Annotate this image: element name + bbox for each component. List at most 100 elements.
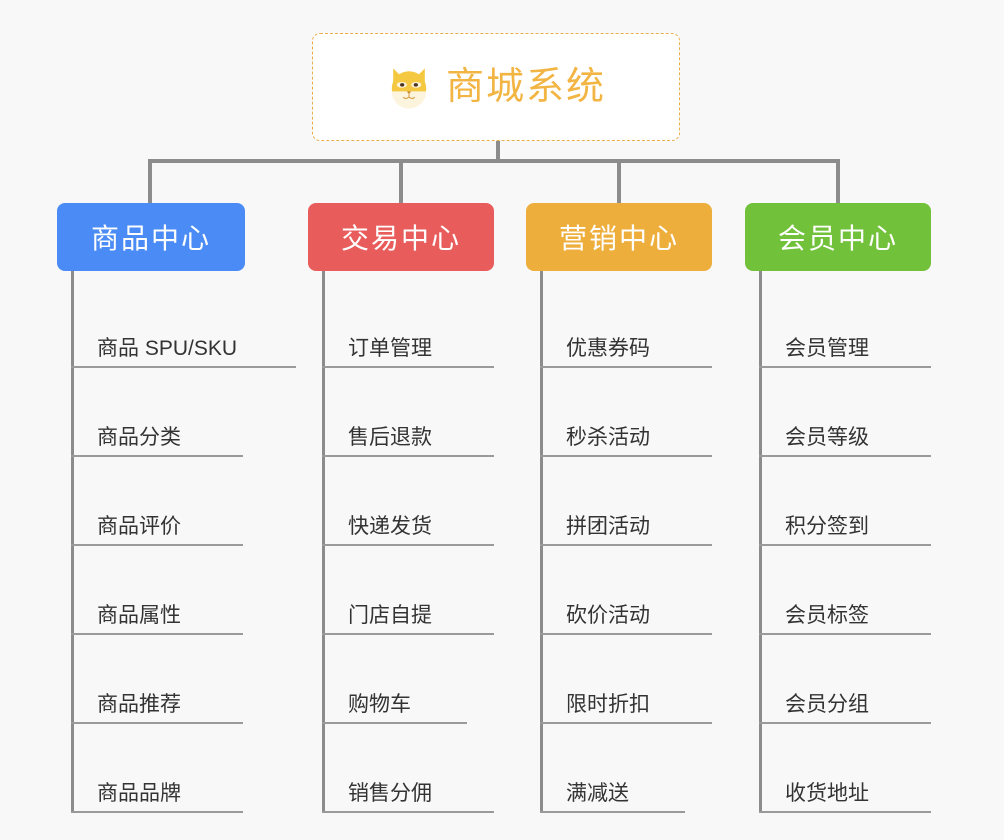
list-item[interactable]: 会员标签 bbox=[759, 546, 931, 635]
column-spine bbox=[322, 271, 325, 813]
list-item-rule bbox=[71, 455, 243, 457]
category-header-label: 会员中心 bbox=[777, 223, 898, 254]
column-spine bbox=[540, 271, 543, 813]
list-item[interactable]: 秒杀活动 bbox=[540, 368, 712, 457]
list-item-label: 商品推荐 bbox=[97, 693, 181, 716]
list-item-label: 收货地址 bbox=[785, 782, 869, 805]
list-item[interactable]: 积分签到 bbox=[759, 457, 931, 546]
list-item-rule bbox=[322, 366, 494, 368]
connector-drop-2 bbox=[399, 159, 403, 203]
list-item[interactable]: 商品评价 bbox=[71, 457, 245, 546]
list-item-rule bbox=[540, 366, 712, 368]
list-item-rule bbox=[322, 722, 467, 724]
column-spine bbox=[71, 271, 74, 813]
list-item-rule bbox=[71, 722, 243, 724]
category-item-list-2: 订单管理售后退款快递发货门店自提购物车销售分佣 bbox=[308, 271, 494, 813]
list-item-label: 订单管理 bbox=[348, 337, 432, 360]
list-item-label: 销售分佣 bbox=[348, 782, 432, 805]
list-item[interactable]: 优惠券码 bbox=[540, 279, 712, 368]
list-item[interactable]: 商品品牌 bbox=[71, 724, 245, 813]
list-item-label: 商品评价 bbox=[97, 515, 181, 538]
category-header-1[interactable]: 商品中心 bbox=[57, 203, 245, 271]
connector-horizontal-bus bbox=[148, 159, 840, 163]
category-item-list-1: 商品 SPU/SKU 商品分类商品评价商品属性商品推荐商品品牌 bbox=[57, 271, 296, 813]
list-item-rule bbox=[71, 811, 243, 813]
category-header-4[interactable]: 会员中心 bbox=[745, 203, 931, 271]
list-item-label: 快递发货 bbox=[348, 515, 432, 538]
list-item-label: 购物车 bbox=[348, 693, 411, 716]
category-header-3[interactable]: 营销中心 bbox=[526, 203, 712, 271]
list-item-rule bbox=[71, 544, 243, 546]
list-item-rule bbox=[540, 722, 712, 724]
category-header-label: 交易中心 bbox=[340, 223, 461, 254]
list-item-label: 拼团活动 bbox=[566, 515, 650, 538]
list-item-rule bbox=[759, 544, 931, 546]
list-item[interactable]: 门店自提 bbox=[322, 546, 494, 635]
list-item[interactable]: 商品分类 bbox=[71, 368, 245, 457]
list-item-rule bbox=[759, 722, 931, 724]
list-item[interactable]: 售后退款 bbox=[322, 368, 494, 457]
list-item-label: 会员等级 bbox=[785, 426, 869, 449]
category-column-2: 交易中心订单管理售后退款快递发货门店自提购物车销售分佣 bbox=[308, 203, 494, 813]
list-item-rule bbox=[322, 633, 494, 635]
list-item-rule bbox=[759, 455, 931, 457]
category-header-2[interactable]: 交易中心 bbox=[308, 203, 494, 271]
list-item-rule bbox=[71, 633, 243, 635]
column-spine bbox=[759, 271, 762, 813]
list-item-rule bbox=[759, 366, 931, 368]
list-item[interactable]: 销售分佣 bbox=[322, 724, 494, 813]
list-item-label: 商品品牌 bbox=[97, 782, 181, 805]
list-item-label: 积分签到 bbox=[785, 515, 869, 538]
list-item-label: 商品 SPU/SKU bbox=[97, 337, 238, 360]
list-item-rule bbox=[540, 811, 685, 813]
list-item-label: 优惠券码 bbox=[566, 337, 650, 360]
list-item-label: 会员标签 bbox=[785, 604, 869, 627]
list-item-rule bbox=[540, 633, 712, 635]
category-header-label: 营销中心 bbox=[558, 223, 679, 254]
list-item-rule bbox=[540, 544, 712, 546]
list-item[interactable]: 会员分组 bbox=[759, 635, 931, 724]
list-item[interactable]: 砍价活动 bbox=[540, 546, 712, 635]
list-item-rule bbox=[322, 544, 494, 546]
list-item[interactable]: 商品属性 bbox=[71, 546, 245, 635]
list-item[interactable]: 限时折扣 bbox=[540, 635, 712, 724]
list-item-rule bbox=[759, 633, 931, 635]
list-item[interactable]: 会员等级 bbox=[759, 368, 931, 457]
list-item-label: 秒杀活动 bbox=[566, 426, 650, 449]
category-column-3: 营销中心优惠券码秒杀活动拼团活动砍价活动限时折扣满减送 bbox=[526, 203, 712, 813]
list-item[interactable]: 购物车 bbox=[322, 635, 494, 724]
list-item[interactable]: 快递发货 bbox=[322, 457, 494, 546]
category-item-list-3: 优惠券码秒杀活动拼团活动砍价活动限时折扣满减送 bbox=[526, 271, 712, 813]
category-item-list-4: 会员管理会员等级积分签到会员标签会员分组收货地址 bbox=[745, 271, 931, 813]
root-node[interactable]: 商城系统 bbox=[312, 33, 680, 141]
category-column-1: 商品中心商品 SPU/SKU 商品分类商品评价商品属性商品推荐商品品牌 bbox=[57, 203, 296, 813]
list-item-rule bbox=[759, 811, 931, 813]
list-item-label: 商品分类 bbox=[97, 426, 181, 449]
list-item-label: 砍价活动 bbox=[566, 604, 650, 627]
list-item-label: 限时折扣 bbox=[566, 693, 650, 716]
list-item-label: 会员管理 bbox=[785, 337, 869, 360]
category-header-label: 商品中心 bbox=[90, 223, 211, 254]
list-item[interactable]: 收货地址 bbox=[759, 724, 931, 813]
list-item[interactable]: 订单管理 bbox=[322, 279, 494, 368]
list-item[interactable]: 拼团活动 bbox=[540, 457, 712, 546]
list-item[interactable]: 商品 SPU/SKU bbox=[71, 279, 296, 368]
connector-drop-3 bbox=[617, 159, 621, 203]
list-item-label: 门店自提 bbox=[348, 604, 432, 627]
category-column-4: 会员中心会员管理会员等级积分签到会员标签会员分组收货地址 bbox=[745, 203, 931, 813]
list-item[interactable]: 商品推荐 bbox=[71, 635, 245, 724]
list-item-label: 商品属性 bbox=[97, 604, 181, 627]
connector-drop-4 bbox=[836, 159, 840, 203]
list-item-label: 售后退款 bbox=[348, 426, 432, 449]
list-item-rule bbox=[71, 366, 296, 368]
connector-root-stem bbox=[496, 141, 500, 161]
list-item[interactable]: 满减送 bbox=[540, 724, 712, 813]
root-title: 商城系统 bbox=[445, 66, 606, 108]
list-item-rule bbox=[322, 811, 494, 813]
list-item-rule bbox=[322, 455, 494, 457]
shiba-dog-icon bbox=[391, 68, 427, 109]
list-item-rule bbox=[540, 455, 712, 457]
list-item[interactable]: 会员管理 bbox=[759, 279, 931, 368]
list-item-label: 满减送 bbox=[566, 782, 629, 805]
